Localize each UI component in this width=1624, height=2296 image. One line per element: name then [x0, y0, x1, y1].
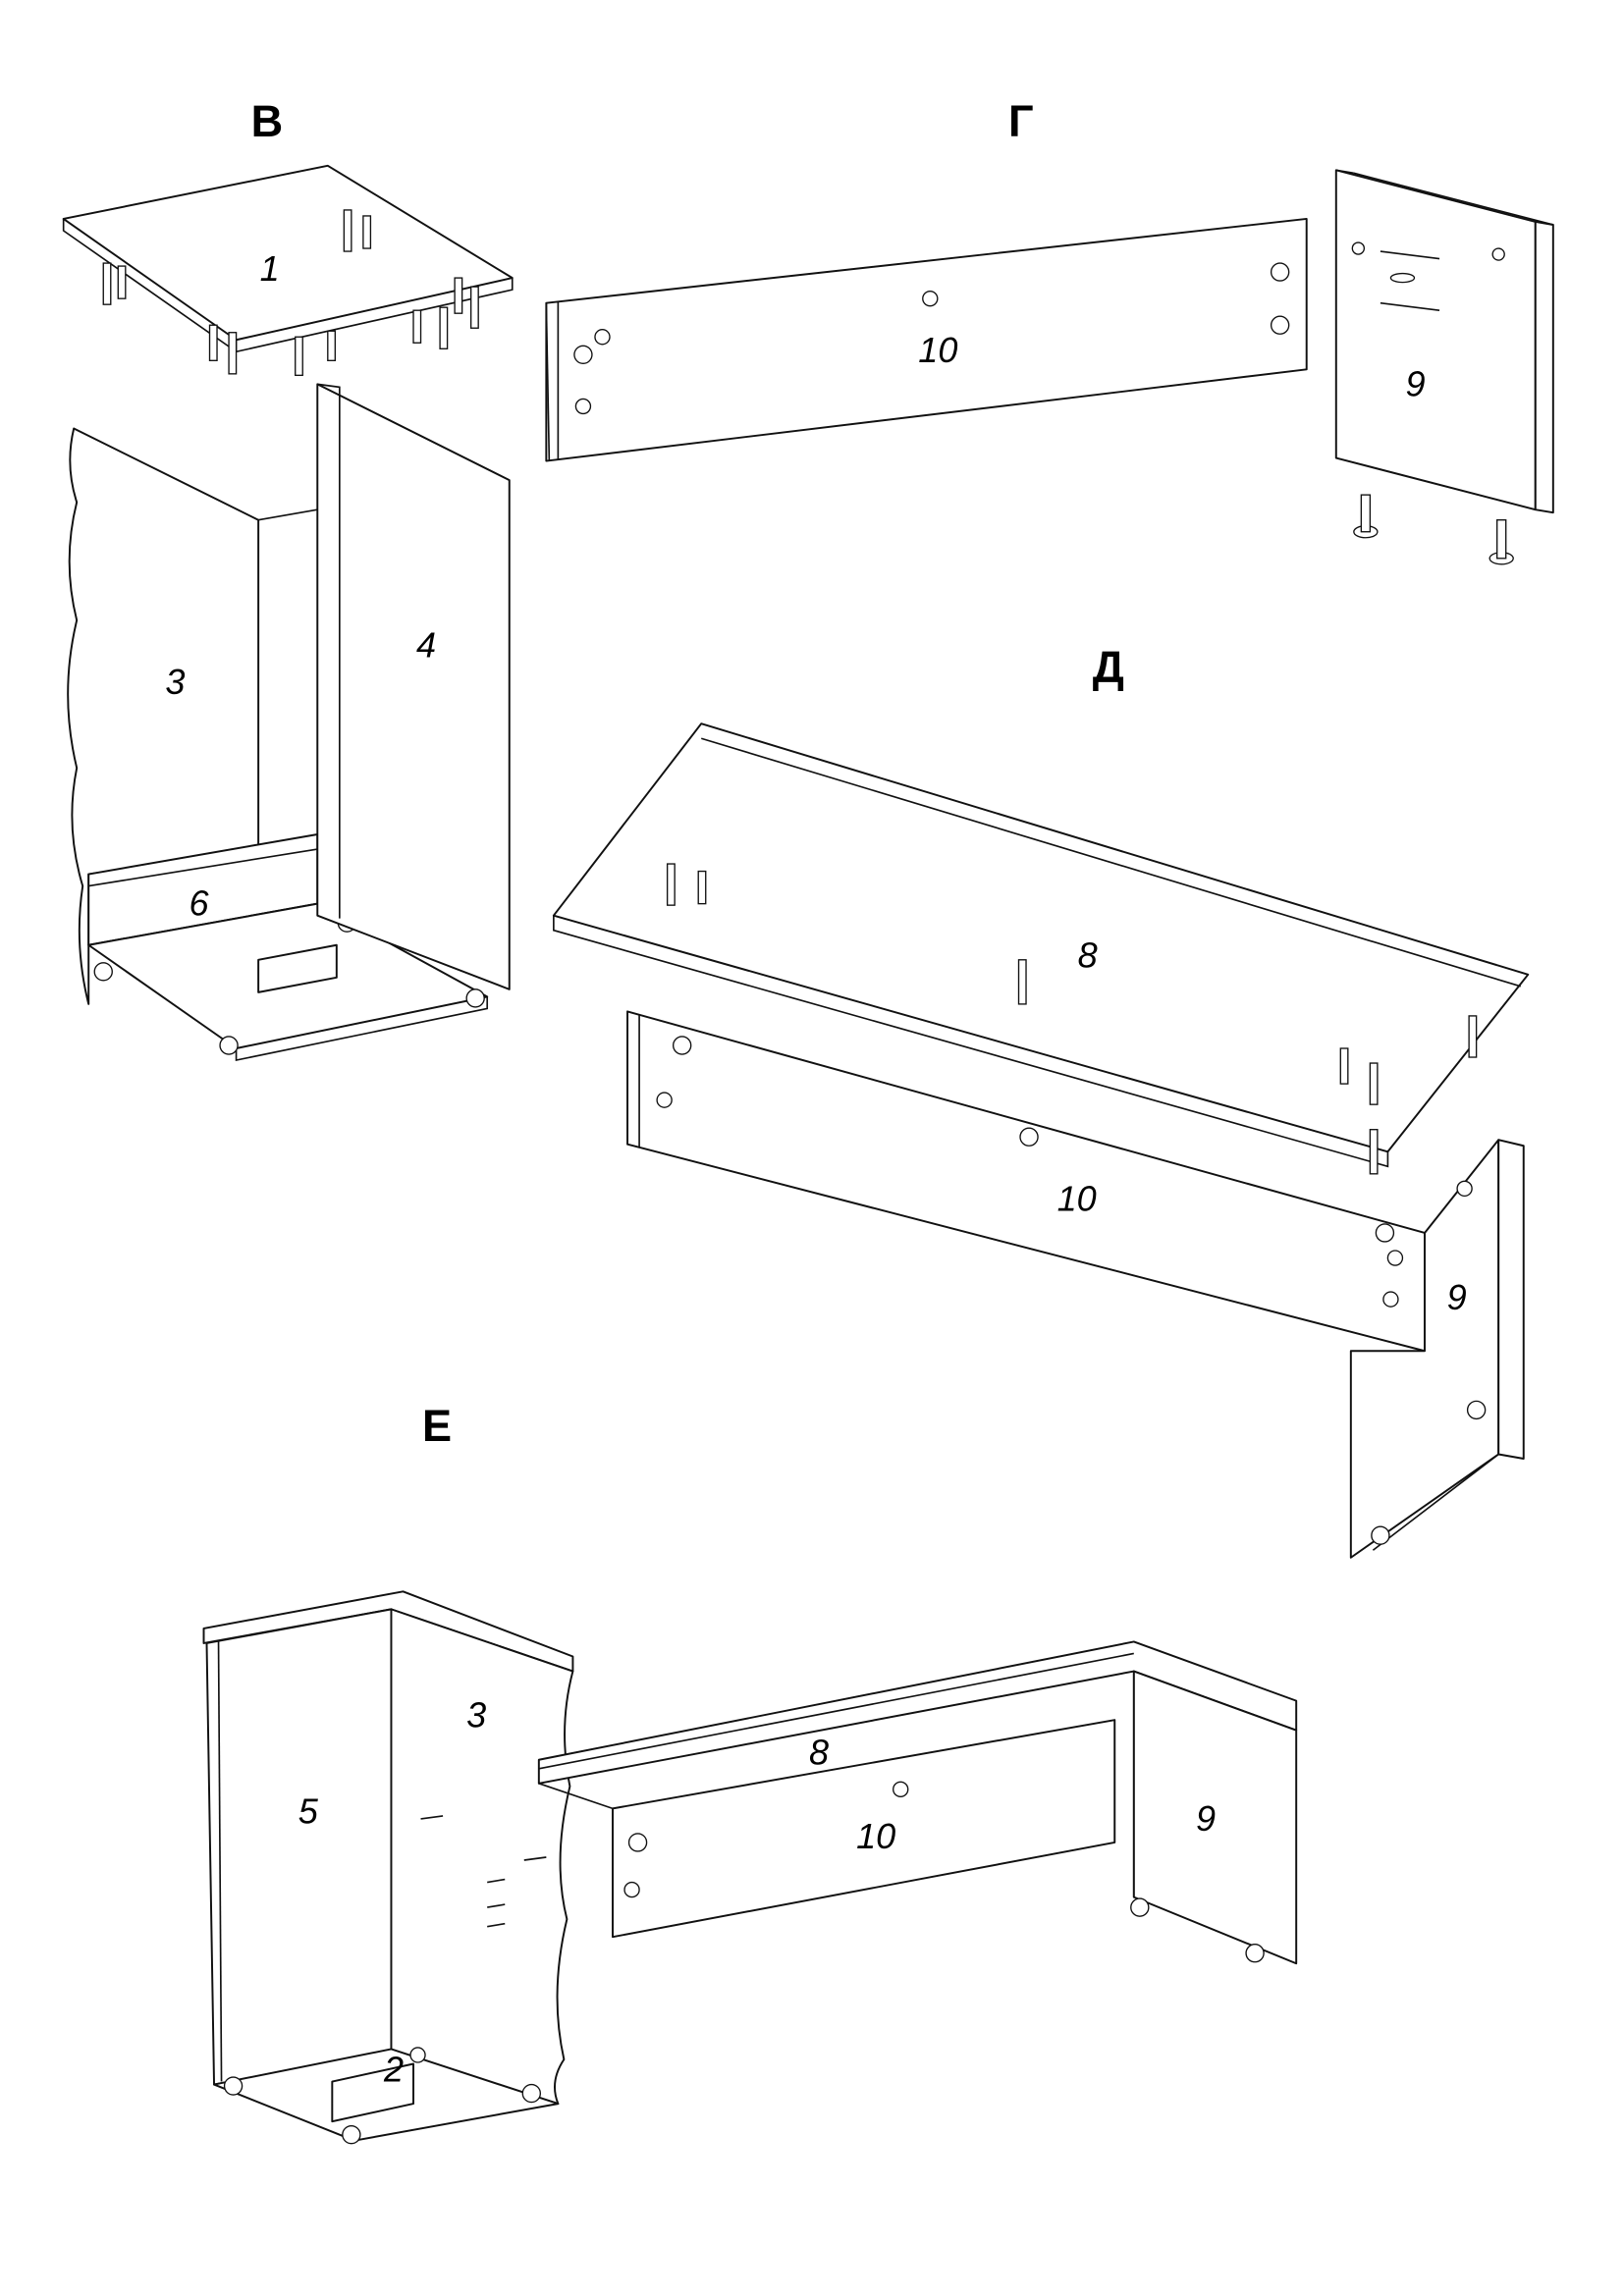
section-e: Е 5 3 2 8 10 9	[202, 1401, 1298, 2145]
panel-9	[1349, 1139, 1525, 1559]
bench	[537, 1640, 1298, 1965]
part-label-6: 6	[189, 883, 209, 924]
section-v: В 1 3 6	[62, 96, 514, 1062]
panel-1	[62, 164, 514, 353]
part-label-2: 2	[383, 2050, 404, 2090]
section-letter-g: Г	[1008, 96, 1034, 146]
part-label-10-g: 10	[918, 330, 957, 370]
part-label-1: 1	[260, 248, 280, 289]
panel-8	[552, 722, 1530, 1175]
dowel-pins	[102, 209, 479, 377]
part-label-5: 5	[298, 1790, 319, 1831]
part-label-9-g: 9	[1405, 363, 1425, 403]
panel-4	[316, 383, 511, 990]
part-label-10-e: 10	[856, 1816, 895, 1856]
part-label-3: 3	[165, 662, 185, 702]
part-label-9-e: 9	[1196, 1798, 1216, 1839]
part-label-9-d: 9	[1447, 1277, 1467, 1317]
section-d: Д 8 10 9	[552, 642, 1530, 1559]
section-letter-e: Е	[422, 1401, 452, 1451]
part-label-10-d: 10	[1057, 1178, 1097, 1218]
section-letter-v: В	[251, 96, 284, 146]
section-letter-d: Д	[1093, 642, 1124, 692]
part-label-8-e: 8	[809, 1732, 829, 1772]
section-g: Г 10 9	[545, 96, 1554, 565]
cabinet	[202, 1590, 574, 2145]
panel-3	[67, 427, 318, 1005]
base-panel	[87, 902, 489, 1062]
panel-9	[1334, 169, 1554, 565]
part-label-4: 4	[416, 625, 436, 666]
panel-10	[545, 217, 1308, 462]
part-label-3-e: 3	[466, 1695, 486, 1735]
part-label-8-d: 8	[1078, 934, 1098, 975]
